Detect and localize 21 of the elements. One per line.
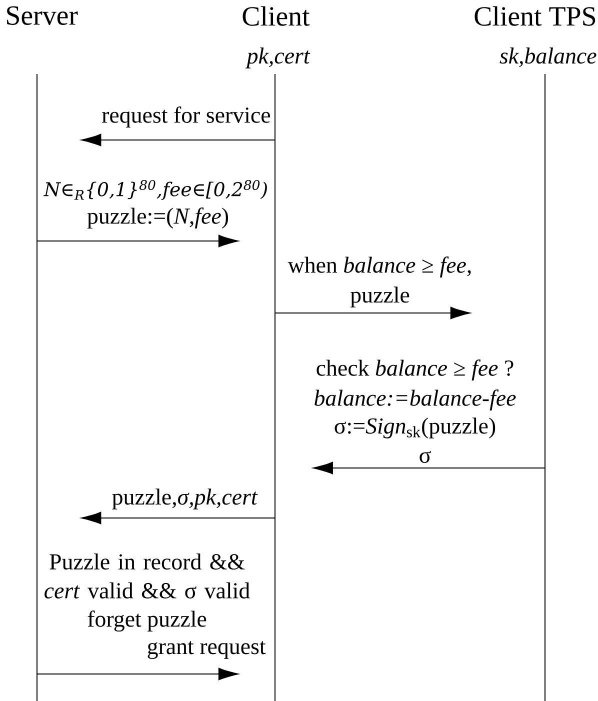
- edge-label: σ: [420, 451, 431, 463]
- note: forget puzzle: [88, 610, 206, 632]
- edge-label: puzzle,σ,pk,cert: [112, 488, 258, 510]
- arrow: [81, 134, 276, 146]
- participant-label: Client pk,cert: [242, 6, 310, 68]
- arrow: [313, 462, 546, 474]
- note: when balance ≥ fee,: [288, 256, 471, 278]
- arrow: [36, 668, 238, 680]
- arrow: [81, 512, 276, 524]
- note: N∈$_{R}${0,1}$^{80}$,fee∈[0,2$^{80}$): [44, 180, 267, 200]
- edge-label: grant request: [148, 641, 266, 659]
- arrow: [36, 234, 238, 248]
- note: σ:=Sign$_{sk}$(puzzle): [334, 418, 496, 438]
- participant-label: Client TPS sk,balance: [474, 6, 596, 67]
- edge-label: puzzle: [350, 286, 410, 308]
- note: check balance ≥ fee ?: [316, 360, 514, 380]
- edge-label: request for service: [102, 106, 270, 128]
- participant-label: Server: [7, 6, 78, 25]
- arrow: [274, 306, 470, 320]
- edge-label: puzzle:=(N,fee): [87, 208, 228, 228]
- note: balance:=balance-fee: [314, 390, 516, 410]
